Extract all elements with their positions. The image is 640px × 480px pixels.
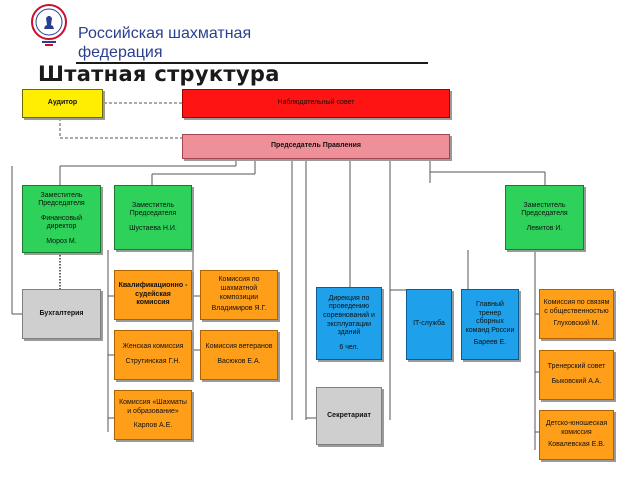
it-service-box: IT-служба xyxy=(406,289,452,360)
directorate-label: Дирекция по проведению соревнований и эк… xyxy=(323,294,375,337)
it-service-label: IT-служба xyxy=(413,320,445,328)
deputy-finance-position: Финансовый директор xyxy=(41,214,82,231)
secretariat-label: Секретариат xyxy=(327,411,371,419)
auditor-box: Аудитор xyxy=(22,89,103,118)
accounting-label: Бухгалтерия xyxy=(39,309,84,317)
header-divider xyxy=(76,62,428,64)
veterans-commission-label: Комиссия ветеранов xyxy=(205,343,273,351)
chairman-box: Председатель Правления xyxy=(182,134,450,159)
accounting-box: Бухгалтерия xyxy=(22,289,101,339)
women-commission-name: Струтинская Г.Н. xyxy=(125,358,181,365)
deputy-finance-role: Заместитель Председателя xyxy=(38,191,85,208)
youth-commission-name: Ковалевская Е.В. xyxy=(548,441,605,449)
composition-commission-name: Владимиров Я.Г. xyxy=(211,305,267,313)
public-relations-commission-label: Комиссия по связям с общественностью xyxy=(543,299,610,315)
page-title: Штатная структура xyxy=(38,62,280,86)
head-coach-box: Главный тренер сборных команд России Бар… xyxy=(461,289,519,360)
deputy-finance-box: Заместитель Председателя Финансовый дире… xyxy=(22,185,101,253)
supervisory-board-box: Наблюдательный совет xyxy=(182,89,450,118)
veterans-commission-box: Комиссия ветеранов Васюков Е.А. xyxy=(200,330,278,380)
supervisory-board-label: Наблюдательный совет xyxy=(277,99,355,107)
composition-commission-box: Комиссия по шахматной композиции Владими… xyxy=(200,270,278,320)
education-commission-label: Комиссия «Шахматы и образование» xyxy=(119,399,187,415)
qualification-commission-box: Квалификационно - судейская комиссия xyxy=(114,270,192,320)
education-commission-box: Комиссия «Шахматы и образование» Карпов … xyxy=(114,390,192,440)
women-commission-label: Женская комиссия xyxy=(122,343,184,351)
education-commission-name: Карпов А.Е. xyxy=(133,422,173,430)
deputy-center-role: Заместитель Председателя xyxy=(129,201,177,218)
deputy-right-box: Заместитель Председателя Левитов И. xyxy=(505,185,584,250)
women-commission-box: Женская комиссия Струтинская Г.Н. xyxy=(114,330,192,380)
head-coach-label: Главный тренер сборных команд России xyxy=(465,301,515,334)
veterans-commission-name: Васюков Е.А. xyxy=(217,358,261,365)
youth-commission-box: Детско-юношеская комиссия Ковалевская Е.… xyxy=(539,410,614,460)
public-relations-commission-box: Комиссия по связям с общественностью Глу… xyxy=(539,289,614,339)
composition-commission-label: Комиссия по шахматной композиции xyxy=(218,276,260,301)
deputy-right-name: Левитов И. xyxy=(526,224,563,232)
public-relations-commission-name: Глуховский М. xyxy=(553,320,600,328)
coaching-council-box: Тренерский совет Быковский А.А. xyxy=(539,350,614,400)
secretariat-box: Секретариат xyxy=(316,387,382,445)
directorate-box: Дирекция по проведению соревнований и эк… xyxy=(316,287,382,360)
coaching-council-label: Тренерский совет xyxy=(547,363,606,371)
directorate-staff: 6 чел. xyxy=(339,343,359,351)
deputy-center-name: Шустаева Н.И. xyxy=(129,224,177,232)
chairman-label: Председатель Правления xyxy=(271,142,361,150)
youth-commission-label: Детско-юношеская комиссия xyxy=(545,420,608,436)
organization-name: Российская шахматная федерация xyxy=(78,25,252,61)
auditor-label: Аудитор xyxy=(47,99,78,107)
qualification-commission-label: Квалификационно - судейская комиссия xyxy=(118,282,188,307)
coaching-council-name: Быковский А.А. xyxy=(551,378,602,385)
head-coach-name: Бареев Е. xyxy=(473,339,507,347)
chess-federation-emblem-icon xyxy=(28,3,70,49)
deputy-right-role: Заместитель Председателя xyxy=(521,201,568,218)
deputy-center-box: Заместитель Председателя Шустаева Н.И. xyxy=(114,185,192,250)
deputy-finance-name: Мороз М. xyxy=(46,237,77,245)
